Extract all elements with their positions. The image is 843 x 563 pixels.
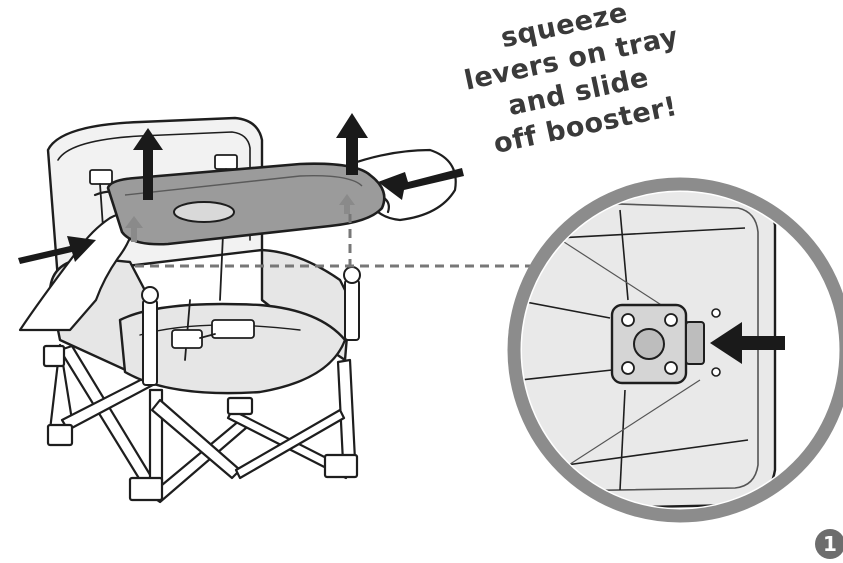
arrow-up-icon [339, 194, 355, 214]
tray-lever [610, 303, 721, 385]
callout-leader [135, 214, 540, 268]
arrow-up-icon [336, 113, 368, 175]
arrow-up-icon [125, 216, 143, 242]
arrow-up-icon [133, 128, 163, 200]
arrow-right-icon [18, 236, 96, 264]
tray-posts [141, 266, 361, 386]
step-number-badge: 1 [815, 529, 843, 559]
tray [106, 162, 386, 246]
lever-detail-callout [507, 177, 843, 523]
booster-seat [18, 116, 457, 504]
lift-arrows [125, 113, 368, 242]
booster-frame [42, 343, 359, 504]
arrow-left-icon [710, 322, 785, 364]
arrow-left-icon [378, 168, 464, 200]
squeeze-arrows [18, 168, 464, 264]
